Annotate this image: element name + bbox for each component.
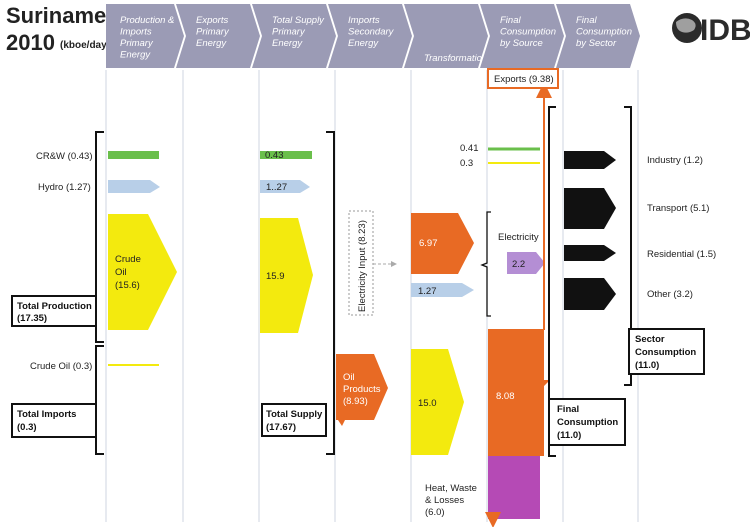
- electricity-label: Electricity: [498, 232, 539, 243]
- crude-production-arrow: [108, 214, 177, 330]
- sector-consumption-label: Sector Consumption (11.0): [635, 334, 699, 371]
- exports-label: Exports (9.38): [494, 74, 554, 85]
- electricity-brace: [480, 211, 491, 317]
- hydro-transform-arrow: [411, 283, 474, 297]
- hydro-transform-value: 1.27: [418, 286, 437, 297]
- crw-label: CR&W (0.43): [36, 151, 92, 162]
- source-03-label: 0.3: [460, 158, 473, 169]
- exports-box: [487, 68, 559, 89]
- logo-text: IDB: [700, 14, 750, 47]
- hydro-supply-value: 1..27: [266, 182, 287, 193]
- final-consumption-box: [548, 398, 626, 446]
- header-chevron: [176, 4, 260, 68]
- crude-production-label: Crude Oil (15.6): [115, 254, 144, 291]
- oil-final-block: [488, 329, 550, 456]
- header-chevron: [252, 4, 336, 68]
- source-041-label: 0.41: [460, 143, 479, 154]
- total-imports-box: [11, 403, 97, 438]
- unit-label: (kboe/day): [60, 40, 110, 51]
- hydro-supply-arrow: [260, 180, 310, 193]
- total-production-label: Total Production (17.35): [17, 301, 94, 324]
- crw-production-bar: [108, 151, 159, 159]
- final-consumption-bracket: [548, 106, 556, 457]
- total-imports-label: Total Imports (0.3): [17, 409, 79, 433]
- supply-bracket: [326, 131, 335, 455]
- electricity-final-value: 2.2: [512, 259, 525, 270]
- idb-logo: IDB: [672, 13, 750, 47]
- sector-consumption-box: [628, 328, 705, 375]
- oil-final-value: 8.08: [496, 391, 515, 402]
- total-production-box: [11, 295, 97, 327]
- residential-arrow: [564, 245, 616, 261]
- total-supply-box: [261, 403, 327, 437]
- oil-transform-arrow: [411, 349, 464, 455]
- sector-bracket: [624, 106, 632, 386]
- hydro-production-arrow: [108, 180, 160, 193]
- header-chevron: [106, 4, 184, 68]
- transport-label: Transport (5.1): [647, 203, 709, 214]
- electricity-input-label: Electricity Input (8.23): [357, 220, 368, 312]
- industry-arrow: [564, 151, 616, 169]
- other-arrow: [564, 278, 616, 310]
- industry-label: Industry (1.2): [647, 155, 703, 166]
- other-label: Other (3.2): [647, 289, 693, 300]
- crude-supply-value: 15.9: [266, 271, 285, 282]
- electricity-transform-value: 6.97: [419, 238, 438, 249]
- crude-import-label: Crude Oil (0.3): [30, 361, 92, 372]
- country-title: Suriname: [6, 3, 106, 28]
- heat-waste-block: [488, 456, 540, 519]
- electricity-final-arrow: [507, 252, 545, 274]
- header-label: Transformation: [424, 53, 487, 64]
- header-chevron: [404, 4, 488, 68]
- crw-supply-bar: [260, 151, 312, 159]
- oil-products-label: Oil Products (8.93): [343, 372, 383, 407]
- electricity-transform-arrow: [411, 213, 474, 274]
- oil-transform-value: 15.0: [418, 398, 437, 409]
- header-chevron: [556, 4, 640, 68]
- crude-supply-arrow: [260, 218, 313, 333]
- header-chevron: [328, 4, 412, 68]
- oil-products-import-arrow: [336, 354, 388, 426]
- residential-label: Residential (1.5): [647, 249, 716, 260]
- production-bracket: [95, 131, 104, 455]
- heat-waste-label: Heat, Waste & Losses (6.0): [425, 483, 480, 518]
- header-chevron: [480, 4, 564, 68]
- total-supply-label: Total Supply (17.67): [266, 409, 325, 433]
- final-consumption-label: Final Consumption (11.0): [557, 404, 621, 441]
- crw-supply-value: 0.43: [265, 150, 284, 161]
- electricity-input-box: [348, 210, 374, 316]
- transport-arrow: [564, 188, 616, 229]
- hydro-label: Hydro (1.27): [38, 182, 91, 193]
- year-title: 2010: [6, 30, 55, 55]
